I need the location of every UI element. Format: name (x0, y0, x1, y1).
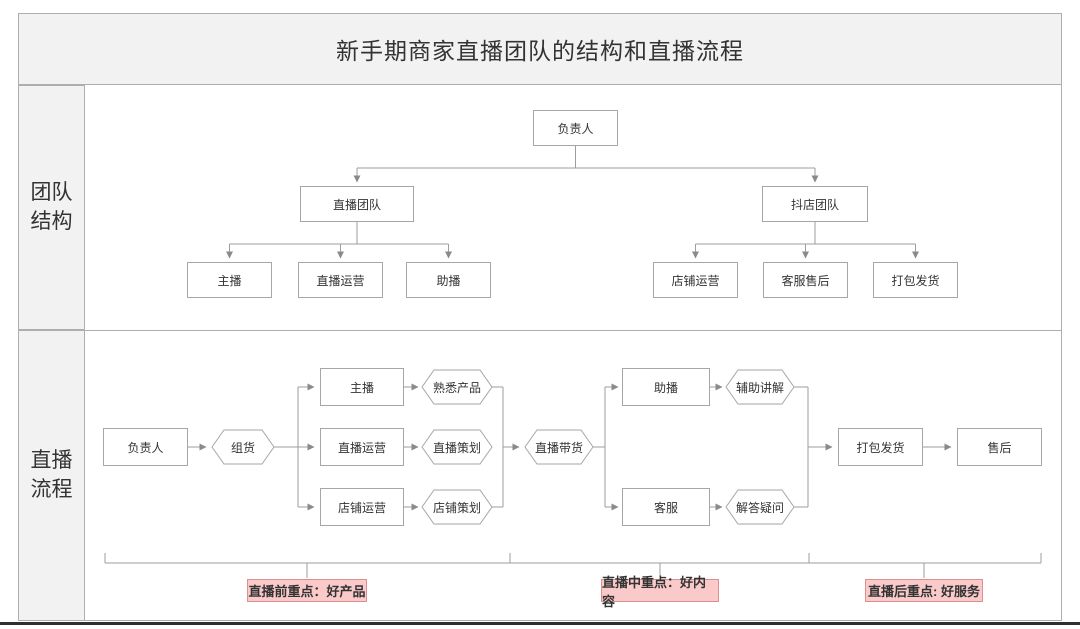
flow-node-live-ops[interactable]: 直播运营 (320, 428, 404, 466)
org-node-live-team[interactable]: 直播团队 (300, 186, 414, 222)
org-node-assistant[interactable]: 助播 (406, 262, 491, 298)
flow-node-store-plan[interactable]: 店铺策划 (432, 500, 481, 515)
flow-node-assist-explain[interactable]: 辅助讲解 (735, 380, 784, 395)
flow-node-leader[interactable]: 负责人 (103, 428, 188, 466)
org-node-host[interactable]: 主播 (187, 262, 272, 298)
flow-node-host[interactable]: 主播 (320, 368, 404, 406)
page-title: 新手期商家直播团队的结构和直播流程 (336, 38, 744, 64)
flow-node-answer-questions[interactable]: 解答疑问 (735, 500, 784, 515)
flow-node-store-ops[interactable]: 店铺运营 (320, 488, 404, 526)
note-post-live-focus[interactable]: 直播后重点: 好服务 (865, 579, 983, 602)
title-bar: 新手期商家直播团队的结构和直播流程 (18, 13, 1062, 85)
org-node-leader[interactable]: 负责人 (533, 110, 618, 146)
org-node-packing[interactable]: 打包发货 (873, 262, 958, 298)
note-pre-live-focus[interactable]: 直播前重点：好产品 (247, 579, 367, 602)
bottom-border-bar (0, 622, 1080, 625)
table-frame (18, 13, 1062, 621)
org-node-live-ops[interactable]: 直播运营 (298, 262, 383, 298)
flow-node-packing[interactable]: 打包发货 (838, 428, 923, 466)
flow-node-aftersale[interactable]: 售后 (957, 428, 1042, 466)
row-label-live-process: 直播 流程 (18, 330, 85, 621)
org-node-store-ops[interactable]: 店铺运营 (653, 262, 738, 298)
flow-node-sourcing[interactable]: 组货 (230, 440, 255, 455)
row-label-team-structure: 团队 结构 (18, 85, 85, 330)
row-separator (18, 330, 1062, 331)
note-mid-live-focus[interactable]: 直播中重点：好内容 (601, 575, 719, 609)
org-node-cs-aftersale[interactable]: 客服售后 (763, 262, 848, 298)
flow-node-cs[interactable]: 客服 (622, 488, 710, 526)
flow-node-live-plan[interactable]: 直播策划 (432, 440, 481, 455)
flow-node-familiarize-product[interactable]: 熟悉产品 (432, 380, 481, 395)
org-node-store-team[interactable]: 抖店团队 (762, 186, 868, 222)
flow-node-live-selling[interactable]: 直播带货 (534, 440, 583, 455)
flow-node-assistant[interactable]: 助播 (622, 368, 710, 406)
